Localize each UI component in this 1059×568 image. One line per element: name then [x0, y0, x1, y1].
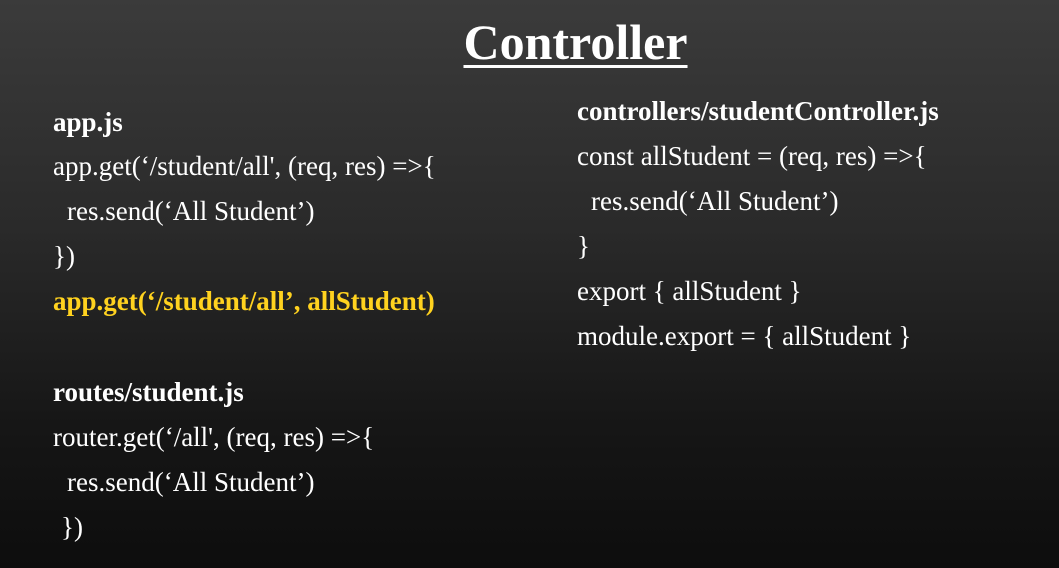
controller-code-line: const allStudent = (req, res) =>{ — [577, 141, 927, 171]
app-code-line: app.get(‘/student/all', (req, res) =>{ — [53, 151, 436, 181]
routes-file-label: routes/student.js — [53, 377, 244, 407]
controller-file-label: controllers/studentController.js — [577, 96, 939, 126]
slide-title: Controller — [463, 14, 688, 70]
routes-code-line: router.get(‘/all', (req, res) =>{ — [53, 422, 375, 452]
app-code-line: }) — [53, 241, 75, 271]
app-code-line: res.send(‘All Student’) — [67, 196, 315, 226]
controller-code-line: res.send(‘All Student’) — [591, 186, 839, 216]
app-highlight-line: app.get(‘/student/all’, allStudent) — [53, 286, 435, 316]
routes-code-line: }) — [61, 512, 83, 542]
controller-code-line: export { allStudent } — [577, 276, 802, 306]
routes-code-line: res.send(‘All Student’) — [67, 467, 315, 497]
controller-code-line: } — [577, 231, 590, 261]
app-file-label: app.js — [53, 107, 123, 137]
controller-code-line: module.export = { allStudent } — [577, 321, 912, 351]
